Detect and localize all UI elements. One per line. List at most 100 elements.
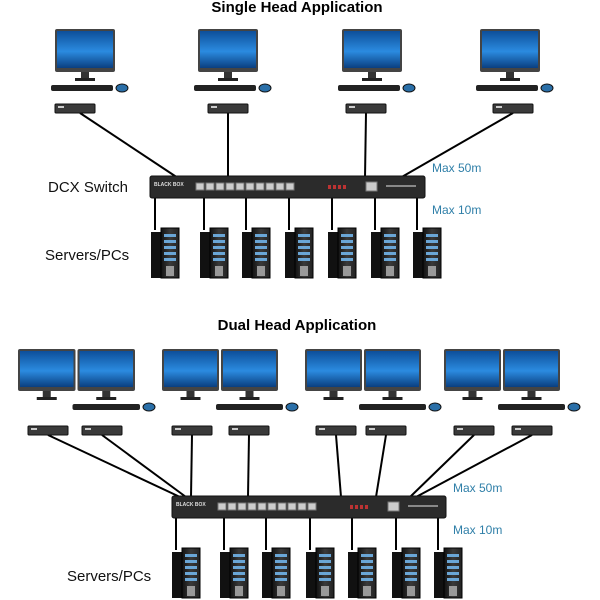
mouse-icon — [402, 83, 416, 93]
monitor-screen — [164, 351, 217, 387]
status-led — [328, 185, 331, 189]
drive-bay — [185, 554, 197, 557]
drive-bay — [275, 572, 287, 575]
drive-bay — [275, 566, 287, 569]
monitor-base — [180, 397, 201, 400]
workstation — [476, 29, 554, 93]
monitor-neck — [388, 391, 397, 397]
monitor-screen — [446, 351, 499, 387]
drive-bay — [298, 246, 310, 249]
drive-bay — [447, 566, 459, 569]
server-vent — [215, 266, 223, 276]
mouse-icon — [567, 402, 581, 412]
server-vent — [343, 266, 351, 276]
drive-bay — [361, 572, 373, 575]
monitor-neck — [329, 391, 338, 397]
receiver-logo — [232, 428, 238, 430]
mouse-icon — [115, 83, 129, 93]
server-tower — [306, 547, 335, 599]
receiver-logo — [515, 428, 521, 430]
drive-bay — [447, 572, 459, 575]
rj45-port — [277, 502, 287, 511]
drive-bay — [319, 566, 331, 569]
monitor-base — [500, 78, 520, 81]
drive-bay — [405, 572, 417, 575]
status-led — [360, 505, 363, 509]
brand-logo: BLACK BOX — [154, 182, 184, 188]
cable-line — [190, 434, 193, 498]
server-vent — [300, 266, 308, 276]
status-led — [333, 185, 336, 189]
monitor-screen — [223, 351, 276, 387]
keyboard-icon — [72, 404, 140, 410]
drive-bay — [361, 554, 373, 557]
drive-bay — [341, 252, 353, 255]
max-10m-label-single: Max 10m — [432, 203, 481, 217]
drive-bay — [275, 578, 287, 581]
dcx-switch-label: DCX Switch — [48, 179, 128, 196]
monitor-screen — [307, 351, 360, 387]
rj45-port — [247, 502, 257, 511]
rj45-port — [227, 502, 237, 511]
drive-bay — [384, 258, 396, 261]
drive-bay — [319, 572, 331, 575]
max-50m-label-single: Max 50m — [432, 161, 481, 175]
drive-bay — [298, 240, 310, 243]
monitor-neck — [186, 391, 195, 397]
single-head-title: Single Head Application — [211, 0, 382, 16]
server-vent — [277, 586, 285, 596]
rj45-port — [225, 182, 235, 191]
monitor-neck — [42, 391, 51, 397]
receiver-logo — [175, 428, 181, 430]
server-vent — [449, 586, 457, 596]
receiver-unit — [171, 425, 213, 436]
rj45-port — [237, 502, 247, 511]
server-tower — [172, 547, 201, 599]
drive-bay — [361, 560, 373, 563]
server-tower — [413, 227, 442, 279]
drive-bay — [164, 234, 176, 237]
drive-bay — [426, 246, 438, 249]
drive-bay — [384, 240, 396, 243]
cable-line — [247, 434, 250, 498]
mouse-icon — [428, 402, 442, 412]
dual-workstation — [18, 349, 156, 412]
keyboard-icon — [498, 404, 565, 410]
rj45-port — [265, 182, 275, 191]
monitor-base — [382, 397, 403, 400]
rj45-port — [297, 502, 307, 511]
rj45-port — [235, 182, 245, 191]
monitor-screen — [505, 351, 558, 387]
receiver-unit — [54, 103, 96, 114]
server-vent — [363, 586, 371, 596]
cable-line — [409, 434, 475, 498]
mouse-icon — [285, 402, 299, 412]
keyboard-icon — [359, 404, 426, 410]
server-tower — [220, 547, 249, 599]
server-tower — [242, 227, 271, 279]
rj45-port — [217, 502, 227, 511]
cable-line — [79, 112, 179, 179]
drive-bay — [361, 578, 373, 581]
monitor-base — [362, 78, 382, 81]
drive-bay — [164, 252, 176, 255]
drive-bay — [185, 572, 197, 575]
drive-bay — [255, 240, 267, 243]
monitor-screen — [344, 31, 400, 68]
drive-bay — [233, 566, 245, 569]
rj45-port — [195, 182, 205, 191]
drive-bay — [233, 572, 245, 575]
receiver-unit — [315, 425, 357, 436]
server-tower — [285, 227, 314, 279]
drive-bay — [233, 560, 245, 563]
drive-bay — [185, 560, 197, 563]
receiver-unit — [207, 103, 249, 114]
keyboard-icon — [51, 85, 113, 91]
rj45-port — [255, 182, 265, 191]
mouse-icon — [142, 402, 156, 412]
server-vent — [428, 266, 436, 276]
rj45-port — [275, 182, 285, 191]
drive-bay — [298, 252, 310, 255]
drive-bay — [319, 554, 331, 557]
